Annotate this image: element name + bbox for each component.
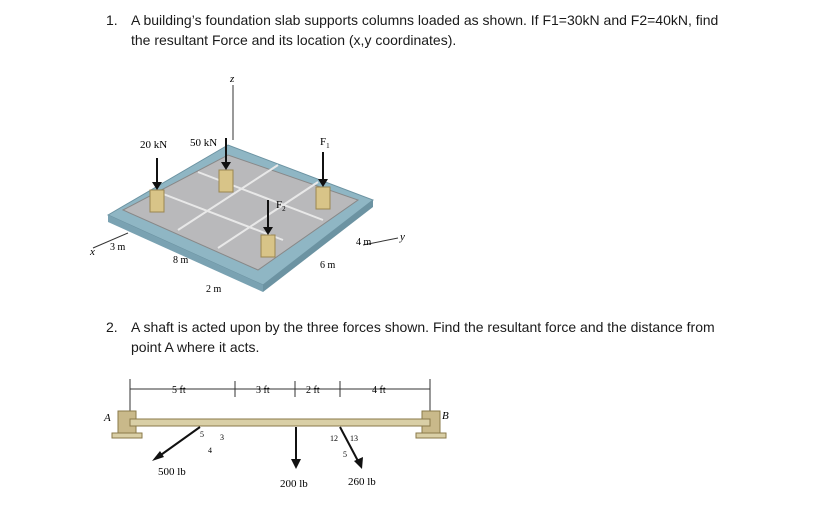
point-b-label: B [442,410,449,422]
column-50kn [218,169,234,193]
dim-4m-label: 4 m [356,237,372,248]
dim-6m-label: 6 m [320,260,336,271]
slope-13-label: 13 [350,434,358,443]
question-2-line-2: point A where it acts. [131,339,260,355]
column-f2 [260,234,276,258]
f1-label: F1 [320,136,330,150]
slope-5-label: 5 [200,430,204,439]
force-500-label: 500 lb [158,466,186,478]
shaft-figure: 5 ft 3 ft 2 ft 4 ft A B 500 lb 5 3 4 200… [100,375,460,500]
slope-3-label: 3 [220,433,224,442]
dim-2m-label: 2 m [206,284,222,295]
point-a-label: A [103,412,111,424]
axis-y-label: y [399,231,405,243]
force-260-label: 260 lb [348,476,376,488]
slope-4-label: 4 [208,446,212,455]
question-1-line-1: A building’s foundation slab supports co… [131,12,719,28]
dim-3ft-label: 3 ft [256,385,270,396]
f2-label: F2 [276,199,286,213]
slope-12-label: 12 [330,434,338,443]
dim-3m-label: 3 m [110,242,126,253]
slope-5b-label: 5 [343,450,347,459]
dim-5ft-label: 5 ft [172,385,186,396]
column-20kn [149,189,165,213]
shaft [129,418,431,427]
dim-8m-label: 8 m [173,255,189,266]
axis-x-label: x [89,246,95,258]
foundation-slab-figure: 20 kN 50 kN F1 F2 z x y 3 m 8 m 2 m 6 m … [88,70,418,300]
slab-top [121,154,360,271]
question-1-number: 1. [106,12,118,28]
column-f1 [315,186,331,210]
load-50kn-label: 50 kN [190,137,217,149]
dim-4ft-label: 4 ft [372,385,386,396]
axis-z-label: z [229,73,235,85]
load-20kn-label: 20 kN [140,139,167,151]
question-1-line-2: the resultant Force and its location (x,… [131,32,457,48]
question-2-number: 2. [106,319,118,335]
dim-2ft-label: 2 ft [306,385,320,396]
question-2-line-1: A shaft is acted upon by the three force… [131,319,715,335]
force-200-label: 200 lb [280,478,308,490]
